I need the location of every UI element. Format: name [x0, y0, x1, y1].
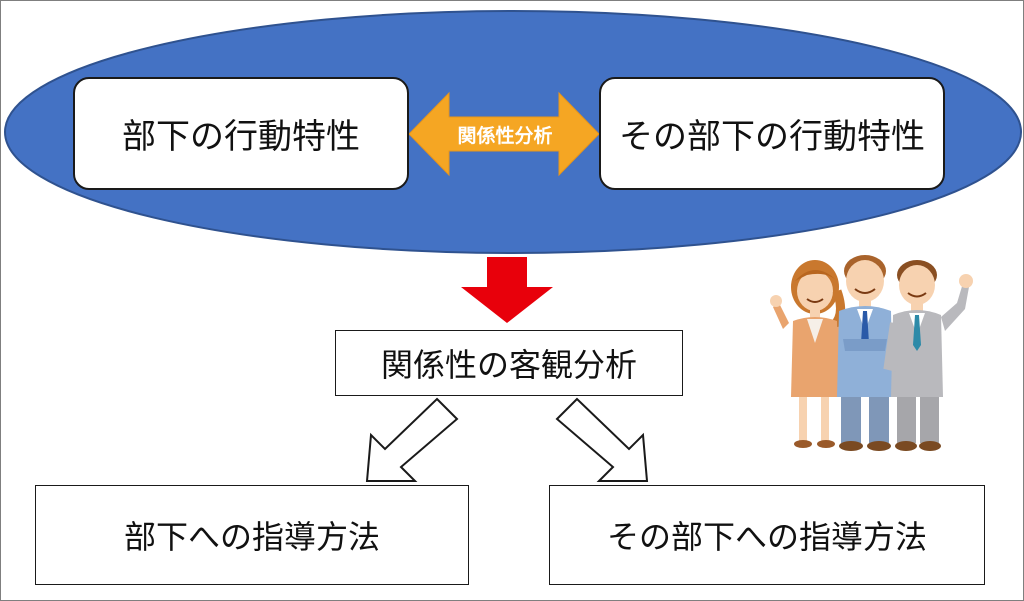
- guidance-method-label: 部下への指導方法: [123, 518, 380, 556]
- other-subordinate-traits-box: その部下の行動特性: [599, 77, 945, 190]
- other-guidance-method-label: その部下への指導方法: [606, 518, 927, 556]
- businessman-right-icon: [883, 260, 973, 451]
- arrow-to-left-method: [365, 397, 459, 482]
- other-guidance-method-box: その部下への指導方法: [549, 485, 985, 585]
- down-arrow-red: [461, 257, 553, 323]
- relationship-analysis-label: 関係性分析: [457, 124, 553, 147]
- arrow-to-right-method: [555, 397, 649, 482]
- other-subordinate-traits-label: その部下の行動特性: [619, 117, 925, 157]
- businesswoman-icon: [770, 260, 849, 448]
- subordinate-traits-label: 部下の行動特性: [122, 117, 360, 157]
- guidance-method-box: 部下への指導方法: [35, 485, 469, 585]
- subordinate-traits-box: 部下の行動特性: [73, 77, 409, 190]
- three-business-people-illustration: [770, 255, 973, 451]
- businessman-center-icon: [837, 255, 893, 451]
- objective-analysis-box: 関係性の客観分析: [335, 330, 683, 396]
- objective-analysis-label: 関係性の客観分析: [380, 346, 637, 384]
